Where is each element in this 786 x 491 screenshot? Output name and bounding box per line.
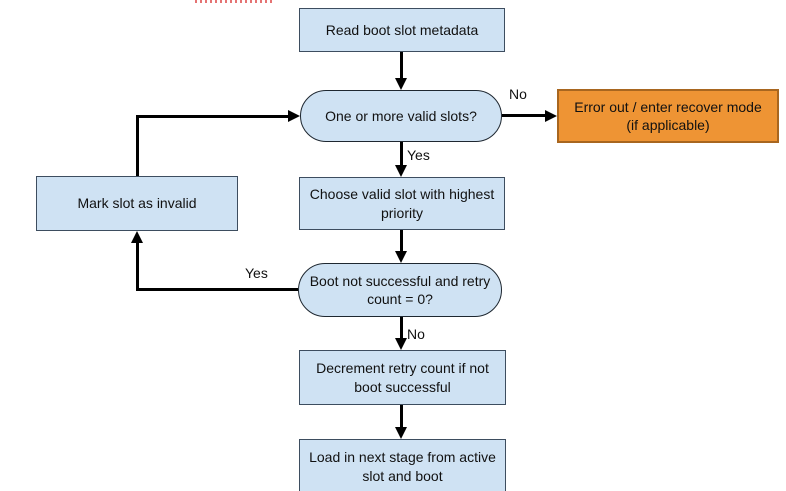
edge-label-yes: Yes: [407, 147, 430, 163]
arrowhead-right-icon: [545, 110, 557, 122]
connector-retry-to-mark-horizontal: [136, 288, 298, 291]
arrowhead-down-icon: [395, 251, 407, 263]
node-label: Boot not successful and retry count = 0?: [309, 272, 491, 307]
edge-label-no: No: [509, 86, 527, 102]
arrowhead-down-icon: [395, 427, 407, 439]
node-choose-valid-slot: Choose valid slot with highest priority: [299, 177, 505, 230]
node-label: Read boot slot metadata: [325, 21, 479, 38]
node-label: Choose valid slot with highest priority: [309, 186, 495, 221]
connector-retry-to-decrement: [400, 317, 403, 340]
connector-read-to-valid: [400, 52, 403, 82]
arrowhead-right-icon: [288, 110, 300, 122]
node-label: One or more valid slots?: [325, 107, 477, 124]
connector-choose-to-retry: [400, 230, 403, 254]
arrowhead-down-icon: [395, 338, 407, 350]
edge-label-yes: Yes: [245, 265, 268, 281]
node-load-next-stage: Load in next stage from active slot and …: [299, 439, 506, 491]
connector-valid-to-choose: [400, 142, 403, 168]
clipped-red-dashed-text: [195, 0, 272, 3]
node-label: Decrement retry count if not boot succes…: [316, 360, 489, 395]
connector-retry-to-mark-vertical: [136, 242, 139, 291]
node-label: Load in next stage from active slot and …: [309, 449, 496, 484]
node-decision-valid-slots: One or more valid slots?: [300, 90, 502, 142]
arrowhead-up-icon: [131, 231, 143, 243]
node-error-out-recover-mode: Error out / enter recover mode (if appli…: [557, 89, 779, 143]
node-decrement-retry-count: Decrement retry count if not boot succes…: [299, 350, 506, 405]
node-label: Error out / enter recover mode (if appli…: [574, 98, 762, 133]
connector-decrement-to-load: [400, 405, 403, 429]
node-mark-slot-invalid: Mark slot as invalid: [36, 176, 238, 231]
arrowhead-down-icon: [395, 165, 407, 177]
node-read-boot-slot-metadata: Read boot slot metadata: [299, 8, 505, 52]
connector-valid-to-error: [502, 114, 547, 117]
connector-mark-to-valid-horizontal: [136, 115, 290, 118]
edge-label-no: No: [407, 326, 425, 342]
connector-mark-to-valid-vertical: [136, 115, 139, 176]
node-label: Mark slot as invalid: [77, 195, 197, 212]
node-decision-boot-retry-count: Boot not successful and retry count = 0?: [298, 263, 502, 317]
arrowhead-down-icon: [395, 78, 407, 90]
